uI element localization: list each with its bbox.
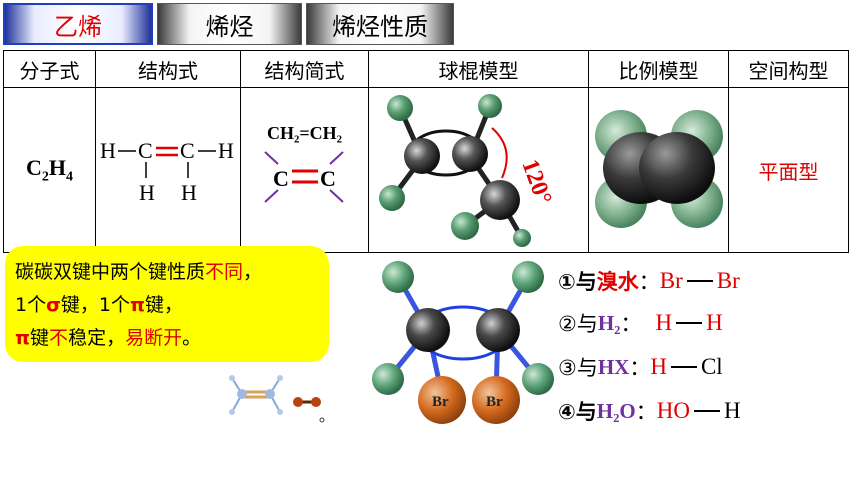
hydrogen-atom <box>386 95 413 121</box>
space-filling-model-cell <box>588 87 729 253</box>
hydrogen-atom <box>512 261 544 293</box>
structural-formula-cell: H C C H H H <box>95 87 241 253</box>
atom-c2: C <box>180 138 195 163</box>
ball-stick-model: 120° <box>378 94 556 247</box>
note-line-1: 碳碳双键中两个键性质不同， <box>15 261 263 283</box>
ethylene-property-table: 分子式 结构式 结构简式 球棍模型 比例模型 空间构型 C2H4 H C C H… <box>3 50 849 253</box>
condensed-formula: CH₂=CH₂ <box>266 122 343 143</box>
carbon-atom <box>476 308 520 352</box>
molecular-formula: C2H4 <box>25 154 73 185</box>
table-header-row: 分子式 结构式 结构简式 球棍模型 比例模型 空间构型 <box>3 50 849 88</box>
spatial-geometry-value: 平面型 <box>758 159 819 184</box>
atom-h3: H <box>139 180 155 205</box>
carbon-atom <box>403 138 440 174</box>
hydrogen-atom <box>477 94 502 118</box>
bromine-atom <box>418 376 466 424</box>
carbon-atom <box>479 180 520 220</box>
atom-h2: H <box>218 138 234 163</box>
condensed-formula-cell: CH₂=CH₂ C C <box>240 87 369 253</box>
table-row: C2H4 H C C H H H CH₂=CH₂ <box>3 87 849 253</box>
double-bond-diagram: C C <box>263 150 344 203</box>
hydrogen-atom <box>450 212 479 240</box>
condensed-atom-c1: C <box>273 166 289 191</box>
note-line-2: 1个σ键，1个π键， <box>15 294 184 316</box>
atom-h1: H <box>100 138 116 163</box>
header-ball-stick-model: 球棍模型 <box>368 50 589 88</box>
tab-alkenes[interactable]: 烯烃 <box>157 3 302 45</box>
header-condensed-formula: 结构简式 <box>240 50 369 88</box>
header-spatial-geometry: 空间构型 <box>728 50 849 88</box>
spatial-geometry-cell: 平面型 <box>728 87 849 253</box>
note-line-3: π键不稳定，易断开。 <box>15 327 202 349</box>
bond-angle-label: 120° <box>516 156 556 208</box>
ball-stick-model-cell: 120° <box>368 87 589 253</box>
hydrogen-atom <box>378 185 405 211</box>
hydrogen-atom <box>522 363 554 395</box>
tab-alkene-properties[interactable]: 烯烃性质 <box>306 3 454 45</box>
carbon-atom <box>451 136 488 172</box>
carbon-atom <box>406 308 450 352</box>
hydrogen-atom <box>382 261 414 293</box>
header-space-filling-model: 比例模型 <box>588 50 729 88</box>
double-bond-note: 碳碳双键中两个键性质不同， 1个σ键，1个π键， π键不稳定，易断开。 <box>5 246 329 362</box>
mini-molecule-animation <box>229 375 325 423</box>
condensed-atom-c2: C <box>320 166 336 191</box>
hydrogen-atom <box>512 229 531 247</box>
header-structural-formula: 结构式 <box>95 50 241 88</box>
hydrogen-atom <box>372 363 404 395</box>
bromine-label: Br <box>432 394 449 410</box>
atom-h4: H <box>181 180 197 205</box>
space-filling-model <box>594 110 723 228</box>
bromine-atom <box>472 376 520 424</box>
bromine-addition-model: Br Br <box>372 261 554 424</box>
header-molecular-formula: 分子式 <box>3 50 96 88</box>
structural-formula-diagram: H C C H H H <box>100 138 234 205</box>
atom-c1: C <box>138 138 153 163</box>
tab-ethylene[interactable]: 乙烯 <box>3 3 153 45</box>
molecular-formula-cell: C2H4 <box>3 87 96 253</box>
bromine-label: Br <box>486 394 503 410</box>
